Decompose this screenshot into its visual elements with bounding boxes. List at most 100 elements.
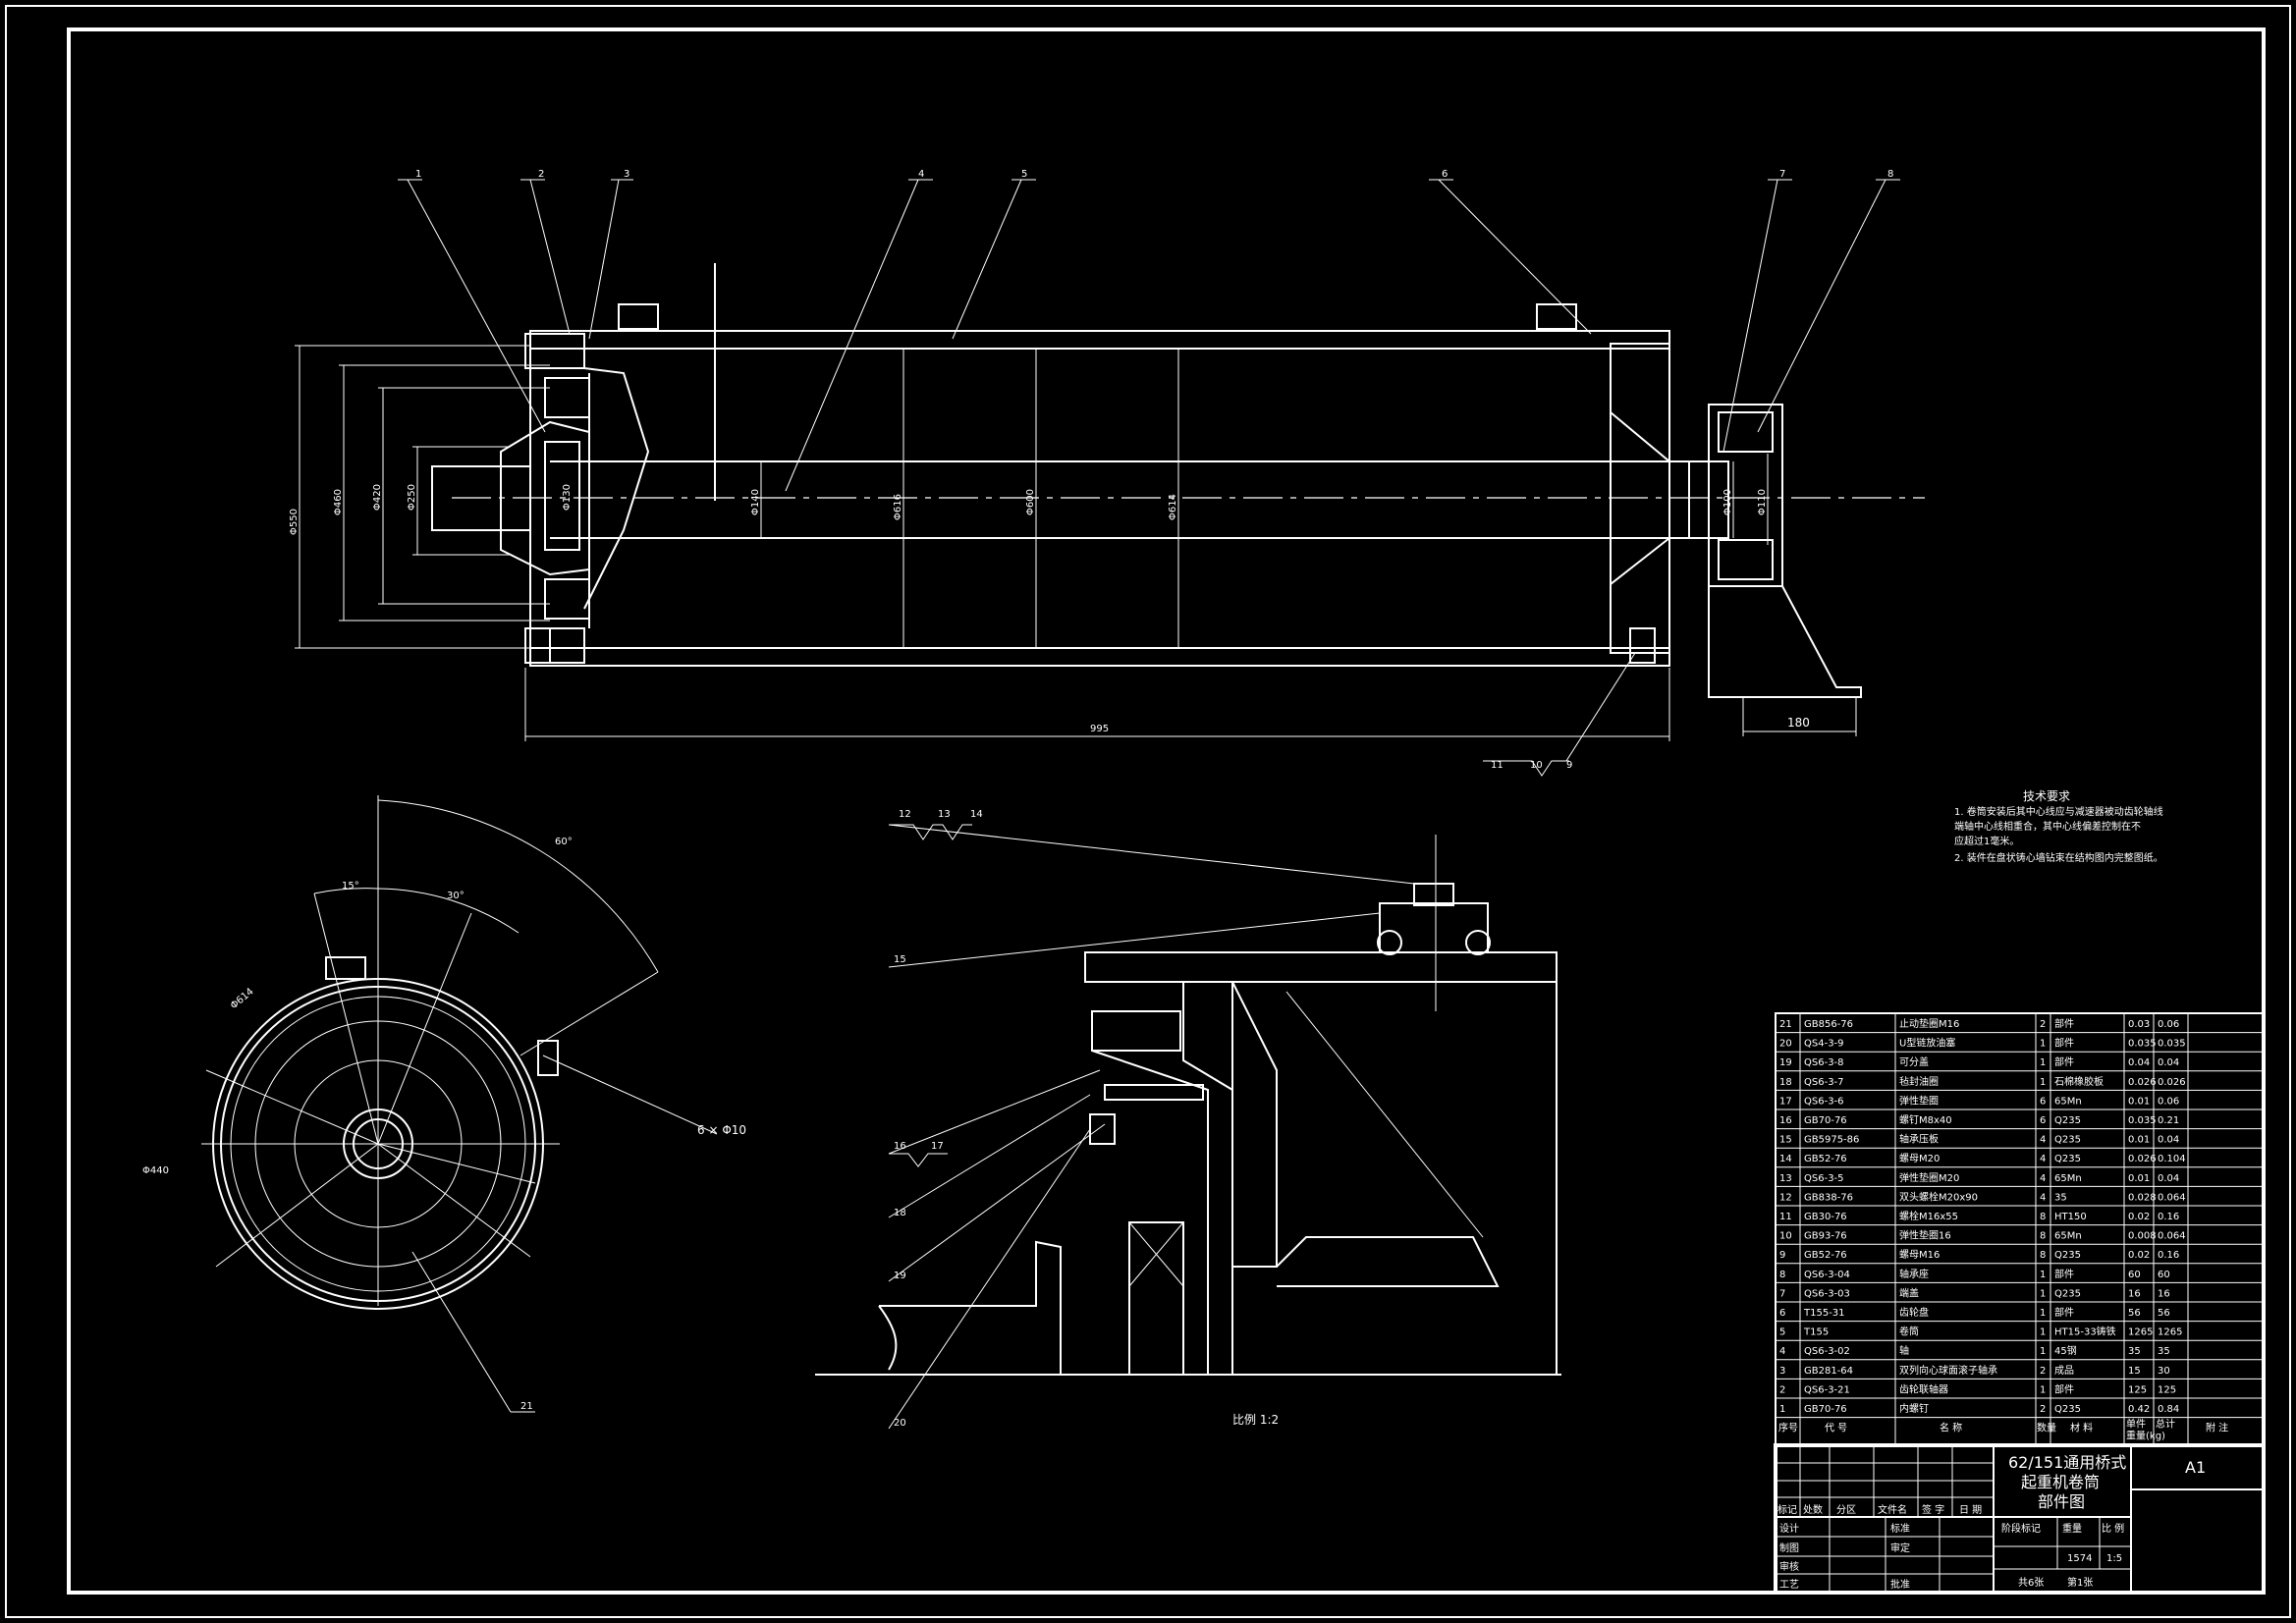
bom-cell-code: QS6-3-04 [1804, 1270, 1850, 1280]
bom-cell-code: GB70-76 [1804, 1404, 1847, 1415]
bom-cell-mat: Q235 [2054, 1115, 2081, 1126]
bom-cell-w1: 0.42 [2128, 1404, 2150, 1415]
balloon-2: 2 [538, 169, 544, 180]
balloon-1: 1 [415, 169, 421, 180]
dim-angle-30: 30° [447, 891, 465, 901]
balloon-4: 4 [918, 169, 924, 180]
bom-cell-w1: 15 [2128, 1366, 2141, 1377]
bom-header-w2: 总计 [2156, 1418, 2175, 1431]
bom-cell-w2: 0.21 [2158, 1115, 2179, 1126]
bom-cell-w2: 0.16 [2158, 1250, 2179, 1261]
dim-drum-1: Φ616 [893, 494, 903, 520]
end-view [201, 795, 718, 1413]
bom-cell-name: 双头螺栓M20x90 [1899, 1190, 1978, 1203]
title-block [1774, 1443, 2266, 1595]
bom-cell-code: QS6-3-03 [1804, 1288, 1850, 1299]
bom-cell-mat: 石棉橡胶板 [2054, 1075, 2104, 1088]
bom-cell-mat: 部件 [2054, 1268, 2074, 1280]
bom-cell-mat: HT15-33铸铁 [2054, 1325, 2116, 1338]
bom-cell-code: QS6-3-6 [1804, 1096, 1844, 1107]
bom-cell-name: 卷筒 [1899, 1325, 1919, 1338]
bom-cell-no: 16 [1779, 1115, 1792, 1126]
bom-cell-w1: 0.028 [2128, 1192, 2157, 1203]
role2-approve: 批准 [1890, 1578, 1910, 1591]
bom-cell-w1: 1265 [2128, 1327, 2153, 1338]
bom-cell-w2: 0.06 [2158, 1096, 2179, 1107]
bom-cell-no: 13 [1779, 1173, 1792, 1184]
bom-cell-no: 15 [1779, 1135, 1792, 1146]
bom-cell-mat: 65Mn [2054, 1096, 2082, 1107]
rev-h-3: 文件名 [1878, 1503, 1907, 1516]
bom-cell-qty: 1 [2040, 1308, 2046, 1319]
bom-cell-mat: Q235 [2054, 1135, 2081, 1146]
bom-cell-qty: 1 [2040, 1057, 2046, 1068]
bom-cell-code: QS4-3-9 [1804, 1039, 1844, 1050]
bom-cell-w1: 0.008 [2128, 1231, 2157, 1242]
bom-cell-qty: 6 [2040, 1115, 2046, 1126]
bom-cell-code: GB281-64 [1804, 1366, 1853, 1377]
bom-cell-no: 19 [1779, 1057, 1792, 1068]
bom-cell-qty: 2 [2040, 1366, 2046, 1377]
dim-left-1: Φ550 [289, 509, 300, 535]
bom-cell-qty: 1 [2040, 1039, 2046, 1050]
bom-cell-w1: 0.03 [2128, 1019, 2150, 1030]
bom-cell-mat: 35 [2054, 1192, 2067, 1203]
rev-h-4: 签 字 [1922, 1503, 1944, 1516]
balloon-16: 16 [894, 1141, 906, 1152]
bom-cell-qty: 1 [2040, 1077, 2046, 1088]
tech-notes-title: 技术要求 [2023, 789, 2070, 803]
balloon-19: 19 [894, 1271, 906, 1281]
bom-cell-mat: 65Mn [2054, 1231, 2082, 1242]
bom-cell-w1: 0.04 [2128, 1057, 2150, 1068]
dim-drum-2: Φ600 [1025, 489, 1036, 515]
outer-border [5, 5, 2291, 1618]
bom-cell-name: 轴承座 [1899, 1268, 1929, 1280]
dim-right-2: Φ110 [1757, 489, 1768, 515]
detail-view [815, 824, 1561, 1430]
bom-cell-qty: 4 [2040, 1135, 2046, 1146]
bom-cell-w2: 125 [2158, 1384, 2176, 1395]
balloon-20: 20 [894, 1418, 906, 1429]
bom-cell-w2: 0.06 [2158, 1019, 2179, 1030]
balloon-13: 13 [938, 809, 951, 820]
bom-cell-w2: 0.104 [2158, 1154, 2186, 1164]
bom-cell-name: 止动垫圈M16 [1899, 1017, 1959, 1030]
bom-cell-code: GB52-76 [1804, 1154, 1847, 1164]
bom-cell-w1: 56 [2128, 1308, 2141, 1319]
dim-left-small: Φ130 [562, 484, 573, 511]
weight-value: 1574 [2067, 1553, 2092, 1564]
dim-end-dia-1: Φ614 [229, 987, 256, 1012]
bom-cell-code: GB5975-86 [1804, 1135, 1859, 1146]
inner-frame [67, 27, 2266, 1595]
title-line-2: 起重机卷筒 [2021, 1473, 2100, 1491]
bom-cell-qty: 2 [2040, 1019, 2046, 1030]
bom-cell-code: QS6-3-5 [1804, 1173, 1844, 1184]
bom-cell-name: 齿轮盘 [1899, 1306, 1929, 1319]
tech-notes-line4: 2. 装件在盘状铸心墙钻束在结构图内完整图纸。 [1954, 851, 2163, 864]
bom-cell-no: 9 [1779, 1250, 1785, 1261]
balloon-8: 8 [1887, 169, 1893, 180]
role-check: 审核 [1779, 1560, 1799, 1573]
balloon-6: 6 [1442, 169, 1448, 180]
bom-cell-name: 弹性垫圈M20 [1899, 1171, 1959, 1184]
role-process: 工艺 [1779, 1579, 1799, 1591]
bom-cell-mat: 部件 [2054, 1306, 2074, 1319]
bom-cell-w1: 125 [2128, 1384, 2147, 1395]
title-line-1: 62/151通用桥式 [2008, 1453, 2126, 1472]
bom-cell-mat: 部件 [2054, 1037, 2074, 1050]
sheet-total: 共6张 [2018, 1577, 2044, 1589]
bom-header-weight: 重量(kg) [2126, 1430, 2165, 1442]
weight-label: 重量 [2062, 1522, 2082, 1535]
bom-cell-w2: 0.84 [2158, 1404, 2179, 1415]
bom-cell-w1: 16 [2128, 1288, 2141, 1299]
dim-bracket: 180 [1787, 716, 1810, 730]
bom-cell-name: 螺钉M8x40 [1899, 1114, 1952, 1126]
bom-cell-no: 20 [1779, 1039, 1792, 1050]
bom-cell-mat: 成品 [2054, 1365, 2074, 1377]
bom-cell-no: 11 [1779, 1212, 1792, 1222]
bom-cell-w2: 16 [2158, 1288, 2170, 1299]
bom-cell-code: GB838-76 [1804, 1192, 1853, 1203]
bom-cell-no: 8 [1779, 1270, 1785, 1280]
